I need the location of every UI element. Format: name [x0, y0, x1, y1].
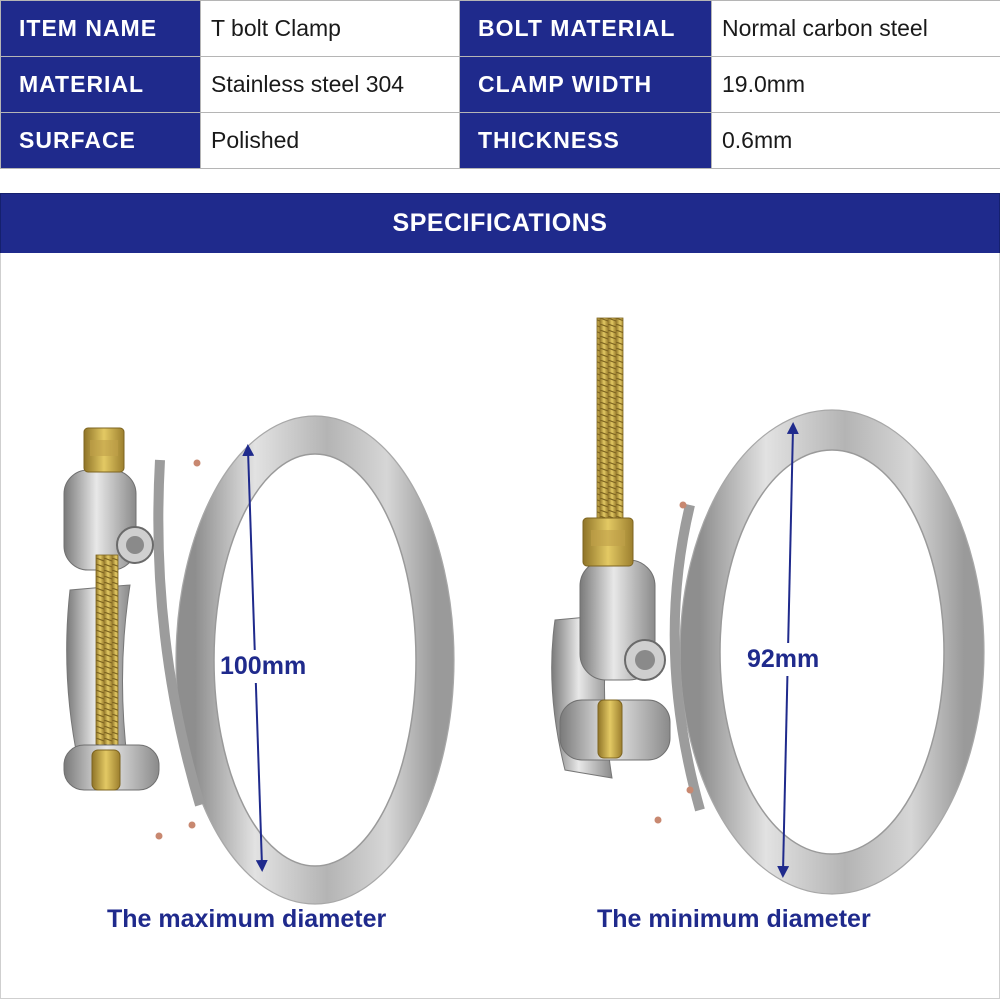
spec-value-clamp-width: 19.0mm — [711, 56, 1000, 113]
spec-key-clamp-width: CLAMP WIDTH — [459, 56, 712, 113]
right-caption: The minimum diameter — [597, 905, 871, 933]
spec-key-material: MATERIAL — [0, 56, 201, 113]
spec-key-surface: SURFACE — [0, 112, 201, 169]
spec-value-thickness: 0.6mm — [711, 112, 1000, 169]
spec-value-surface: Polished — [200, 112, 460, 169]
left-diameter-label: 100mm — [218, 650, 309, 683]
left-caption: The maximum diameter — [107, 905, 387, 933]
spec-value-material: Stainless steel 304 — [200, 56, 460, 113]
table-row: SURFACE Polished THICKNESS 0.6mm — [0, 112, 1000, 169]
right-diameter-label: 92mm — [745, 643, 822, 676]
table-row: ITEM NAME T bolt Clamp BOLT MATERIAL Nor… — [0, 0, 1000, 57]
table-row: MATERIAL Stainless steel 304 CLAMP WIDTH… — [0, 56, 1000, 113]
section-title: SPECIFICATIONS — [392, 209, 608, 237]
spec-value-bolt-material: Normal carbon steel — [711, 0, 1000, 57]
right-clamp-image — [551, 317, 985, 895]
spec-key-thickness: THICKNESS — [459, 112, 712, 169]
specifications-banner: SPECIFICATIONS — [0, 193, 1000, 254]
spec-table: ITEM NAME T bolt Clamp BOLT MATERIAL Nor… — [0, 0, 1000, 169]
spec-key-item-name: ITEM NAME — [0, 0, 201, 57]
spec-value-item-name: T bolt Clamp — [200, 0, 460, 57]
